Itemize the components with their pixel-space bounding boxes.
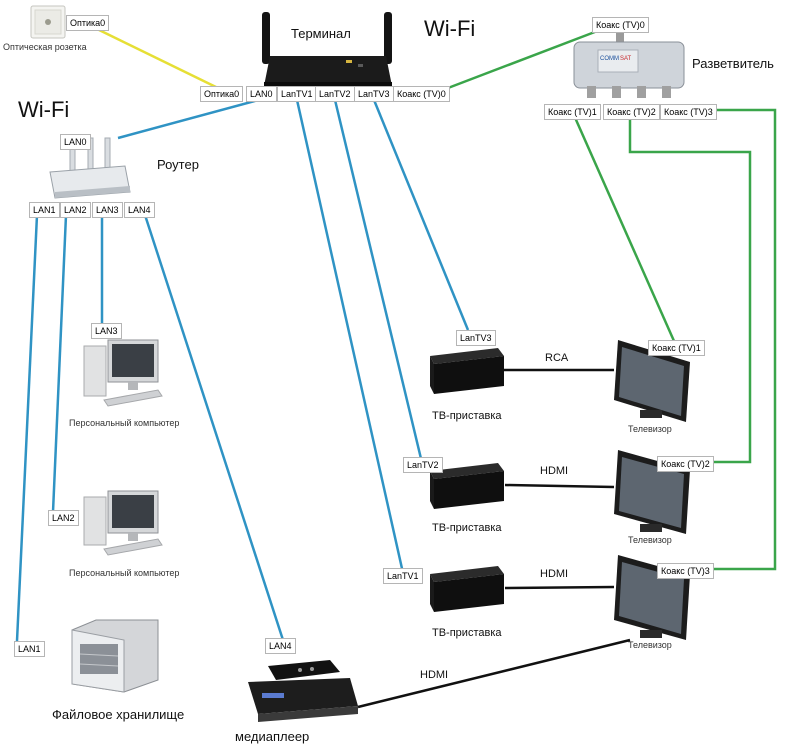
svg-text:COMM: COMM xyxy=(600,56,619,62)
cable-hdmi-mediaplayer xyxy=(357,638,631,709)
cable-lan4-mediaplayer xyxy=(143,214,285,641)
port-pc2-lan2: LAN2 xyxy=(48,510,79,526)
port-pc1-lan3: LAN3 xyxy=(91,323,122,339)
port-coax-tv3: Коакс (TV)3 xyxy=(660,104,717,120)
tv3-label: Телевизор xyxy=(628,640,672,650)
port-coax-tv1: Коакс (TV)1 xyxy=(544,104,601,120)
cable-lan1-nas xyxy=(15,214,39,642)
port-optika0: Оптика0 xyxy=(200,86,244,102)
port-coax-tv2: Коакс (TV)2 xyxy=(603,104,660,120)
mediaplayer-label: медиаплеер xyxy=(235,729,310,744)
port-stb2-lantv2: LanTV2 xyxy=(403,457,443,473)
port-router-lan1: LAN1 xyxy=(29,202,60,218)
port-tv2-coax: Коакс (TV)2 xyxy=(657,456,714,472)
stb2-icon xyxy=(430,463,504,509)
nas-label: Файловое хранилище xyxy=(52,707,185,722)
cable-lantv2-stb2 xyxy=(333,99,425,468)
cable-lan2-pc2 xyxy=(51,214,68,513)
port-lantv1: LanTV1 xyxy=(277,86,317,102)
pc2-label: Персональный компьютер xyxy=(69,568,180,578)
cable-coax0 xyxy=(447,28,601,90)
port-tv1-coax: Коакс (TV)1 xyxy=(648,340,705,356)
tv1-label: Телевизор xyxy=(628,424,672,434)
pc1-label: Персональный компьютер xyxy=(69,418,180,428)
port-router-lan0: LAN0 xyxy=(60,134,91,150)
port-lantv2: LanTV2 xyxy=(315,86,355,102)
optical-socket-label: Оптическая розетка xyxy=(3,42,87,52)
cable-lan0-router xyxy=(117,97,263,140)
optical-cable xyxy=(94,26,219,90)
terminal-icon xyxy=(262,12,392,86)
port-router-lan4: LAN4 xyxy=(124,202,155,218)
stb3-label: ТВ-приставка xyxy=(432,627,502,639)
wifi-top-label: Wi-Fi xyxy=(424,16,476,41)
cable-coax1 xyxy=(571,112,676,342)
optical-socket-icon xyxy=(30,5,66,39)
cable-coax3 xyxy=(712,108,777,571)
link-hdmi-stb2-label: HDMI xyxy=(540,465,569,477)
port-stb1-lantv3: LanTV3 xyxy=(456,330,496,346)
mediaplayer-icon xyxy=(248,660,358,722)
stb2-label: ТВ-приставка xyxy=(432,522,502,534)
port-nas-lan1: LAN1 xyxy=(14,641,45,657)
tv1-icon xyxy=(614,340,690,422)
cable-hdmi-stb2 xyxy=(504,483,615,489)
port-tv3-coax: Коакс (TV)3 xyxy=(657,563,714,579)
wifi-left-label: Wi-Fi xyxy=(18,97,70,122)
port-lan0: LAN0 xyxy=(246,86,277,102)
link-rca-label: RCA xyxy=(545,352,569,364)
cable-lantv1-stb3 xyxy=(295,99,405,574)
port-router-lan3: LAN3 xyxy=(92,202,123,218)
stb3-icon xyxy=(430,566,504,612)
stb1-label: ТВ-приставка xyxy=(432,410,502,422)
nas-icon xyxy=(71,619,159,693)
svg-text:SAT: SAT xyxy=(620,56,632,62)
router-label: Роутер xyxy=(157,157,199,172)
port-lantv3: LanTV3 xyxy=(354,86,394,102)
cable-hdmi-stb3 xyxy=(504,585,615,590)
router-icon xyxy=(49,137,131,199)
port-stb3-lantv1: LanTV1 xyxy=(383,568,423,584)
terminal-label: Терминал xyxy=(291,26,351,41)
cable-coax2 xyxy=(628,113,752,464)
pc1-icon xyxy=(83,339,163,407)
port-router-lan2: LAN2 xyxy=(60,202,91,218)
port-optika0-socket: Оптика0 xyxy=(66,15,110,31)
port-mp-lan4: LAN4 xyxy=(265,638,296,654)
port-coax-tv0-terminal: Коакс (TV)0 xyxy=(393,86,450,102)
port-coax-tv0-splitter: Коакс (TV)0 xyxy=(592,17,649,33)
link-hdmi-stb3-label: HDMI xyxy=(540,568,569,580)
tv2-label: Телевизор xyxy=(628,535,672,545)
cable-lantv3-stb1 xyxy=(372,99,470,331)
splitter-icon: COMM SAT xyxy=(573,32,685,98)
splitter-label: Разветвитель xyxy=(692,56,774,71)
stb1-icon xyxy=(430,348,504,394)
link-hdmi-mediaplayer-label: HDMI xyxy=(420,669,449,681)
pc2-icon xyxy=(83,490,163,556)
